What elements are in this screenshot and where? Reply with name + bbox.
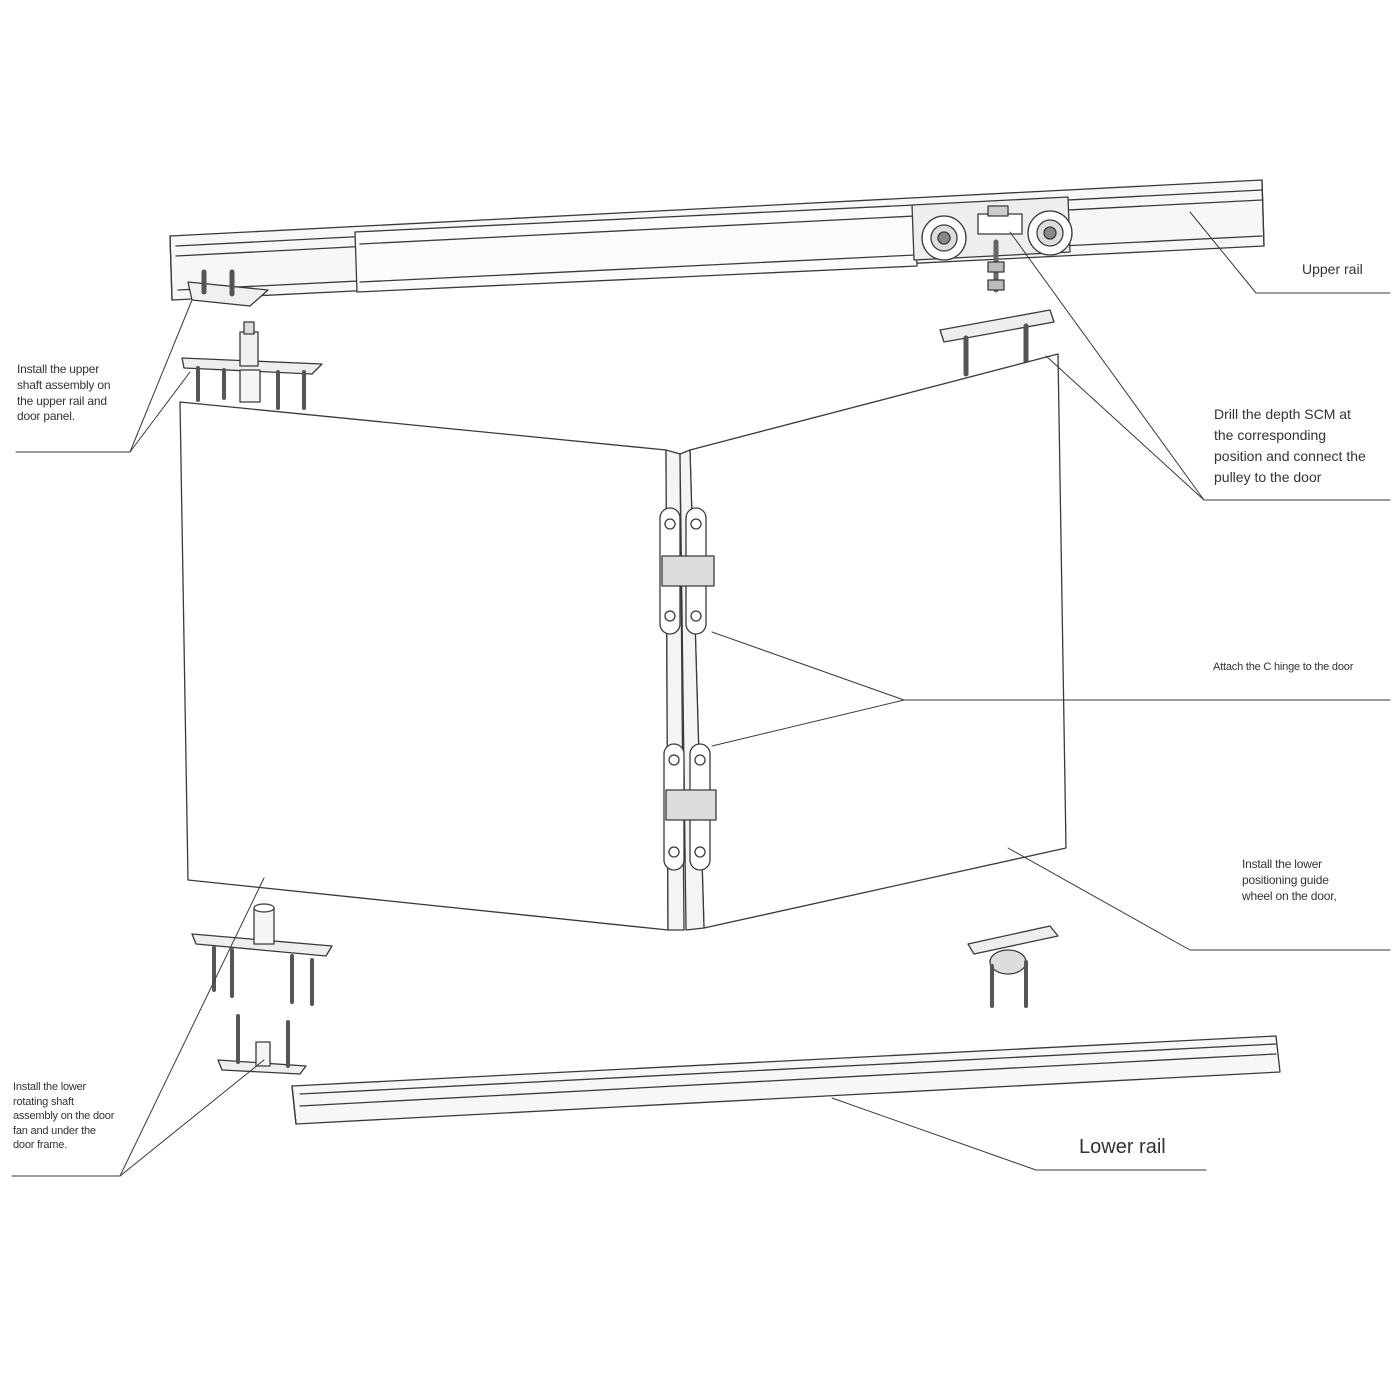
lower-rail-text: Lower rail [1079,1136,1166,1158]
lower-shaft-line-5: door frame. [13,1139,68,1152]
upper-rail-text: Upper rail [1302,261,1363,277]
right-door-panel [679,353,1067,931]
c-hinge-upper [659,507,715,635]
lower-shaft-line-3: assembly on the door [13,1110,115,1123]
upper-shaft-assembly [181,321,323,410]
pulley-label: Drill the depth SCM at the corresponding… [1214,404,1366,488]
lower-shaft-plate [191,903,333,1006]
pulley-line-4: pulley to the door [1214,469,1322,485]
lower-guide-line-3: wheel on the door, [1242,888,1337,903]
lower-shaft-line-2: rotating shaft [13,1095,74,1108]
c-hinge-text: Attach the C hinge to the door [1213,661,1354,673]
left-door-panel [179,401,685,931]
lower-guide-wheel [967,925,1059,1008]
upper-shaft-line-1: Install the upper [17,362,99,376]
pulley-trolley [911,196,1073,293]
pulley-line-2: the corresponding [1214,427,1327,443]
upper-rail [169,179,1265,301]
pulley-line-3: position and connect the [1214,448,1366,464]
lower-rail-label: Lower rail [1079,1134,1166,1160]
upper-left-bracket [187,269,269,307]
c-hinge-label: Attach the C hinge to the door [1213,660,1353,675]
upper-rail-label: Upper rail [1302,260,1363,278]
lower-shaft-line-4: fan and under the [13,1124,96,1137]
upper-pulley-plate [939,309,1055,377]
pulley-line-1: Drill the depth SCM at [1214,406,1351,422]
lower-rail [291,1035,1281,1125]
lower-shaft-label: Install the lower rotating shaft assembl… [13,1080,114,1153]
lower-guide-line-1: Install the lower [1242,857,1322,871]
leader-lines [11,211,1391,1177]
c-hinge-lower [663,743,717,871]
upper-shaft-label: Install the upper shaft assembly on the … [17,362,111,425]
upper-shaft-line-4: door panel. [17,409,75,424]
lower-guide-label: Install the lower positioning guide whee… [1242,857,1337,904]
lower-frame-plate [217,1014,307,1075]
lower-guide-line-2: positioning guide [1242,872,1329,887]
upper-shaft-line-3: the upper rail and [17,393,107,408]
upper-shaft-line-2: shaft assembly on [17,377,111,392]
lower-shaft-line-1: Install the lower [13,1081,87,1093]
